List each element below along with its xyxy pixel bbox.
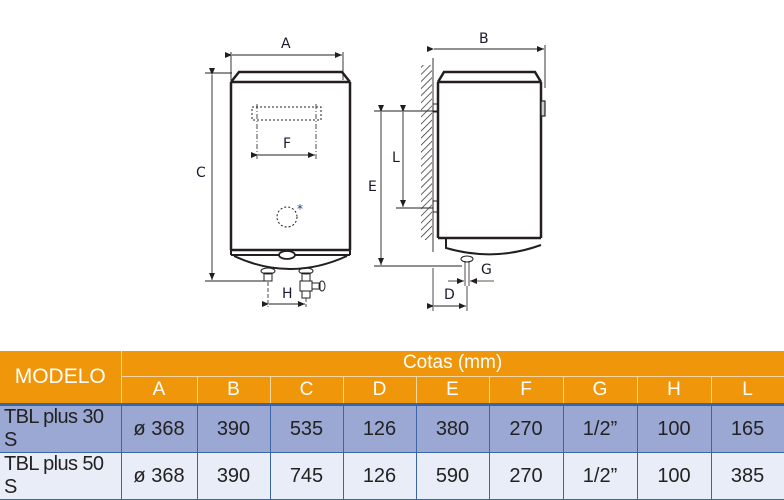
- star-marker: *: [297, 202, 303, 216]
- dimension-label-l: L: [392, 150, 400, 166]
- header-col-g: G: [563, 376, 638, 405]
- cell-e: 590: [416, 452, 490, 500]
- header-col-a: A: [121, 376, 198, 405]
- cell-l: 165: [711, 404, 784, 453]
- dimension-label-b: B: [479, 31, 489, 47]
- model-name: TBL plus 30 S: [0, 404, 122, 453]
- header-cotas-group: Cotas (mm): [121, 351, 784, 377]
- dimension-label-g: G: [481, 262, 492, 278]
- cell-a: ø 368: [121, 452, 198, 500]
- dimension-label-d: D: [444, 287, 455, 303]
- dimension-drawing: [205, 45, 546, 311]
- cell-d: 126: [343, 452, 417, 500]
- cell-h: 100: [637, 452, 712, 500]
- header-modelo: MODELO: [0, 351, 122, 405]
- cell-l: 385: [711, 452, 784, 500]
- cell-c: 745: [270, 452, 344, 500]
- cell-c: 535: [270, 404, 344, 453]
- cell-b: 390: [197, 452, 271, 500]
- dimension-label-a: A: [281, 36, 291, 52]
- dimension-label-f: F: [283, 136, 292, 152]
- cell-f: 270: [489, 404, 564, 453]
- water-heater-dimension-diagram: A C F H * B E L G D: [196, 31, 546, 311]
- dimensions-table: MODELO Cotas (mm) A B C D E F G H L TBL …: [0, 351, 784, 500]
- header-col-h: H: [637, 376, 712, 405]
- dimension-label-c: C: [196, 165, 206, 181]
- cell-h: 100: [637, 404, 712, 453]
- header-col-e: E: [416, 376, 490, 405]
- cell-g: 1/2”: [563, 404, 638, 453]
- model-name: TBL plus 50 S: [0, 452, 122, 500]
- cell-e: 380: [416, 404, 490, 453]
- cell-b: 390: [197, 404, 271, 453]
- cell-f: 270: [489, 452, 564, 500]
- header-col-b: B: [197, 376, 271, 405]
- header-col-c: C: [270, 376, 344, 405]
- table-row: TBL plus 50 S ø 368 390 745 126 590 270 …: [0, 452, 784, 500]
- cell-d: 126: [343, 404, 417, 453]
- front-view: [205, 52, 352, 307]
- table-row: TBL plus 30 S ø 368 390 535 126 380 270 …: [0, 404, 784, 453]
- side-view: [374, 45, 546, 311]
- header-col-f: F: [489, 376, 564, 405]
- header-col-l: L: [711, 376, 784, 405]
- header-col-d: D: [343, 376, 417, 405]
- dimension-label-e: E: [368, 179, 377, 195]
- cell-a: ø 368: [121, 404, 198, 453]
- dimension-label-h: H: [282, 286, 293, 302]
- cell-g: 1/2”: [563, 452, 638, 500]
